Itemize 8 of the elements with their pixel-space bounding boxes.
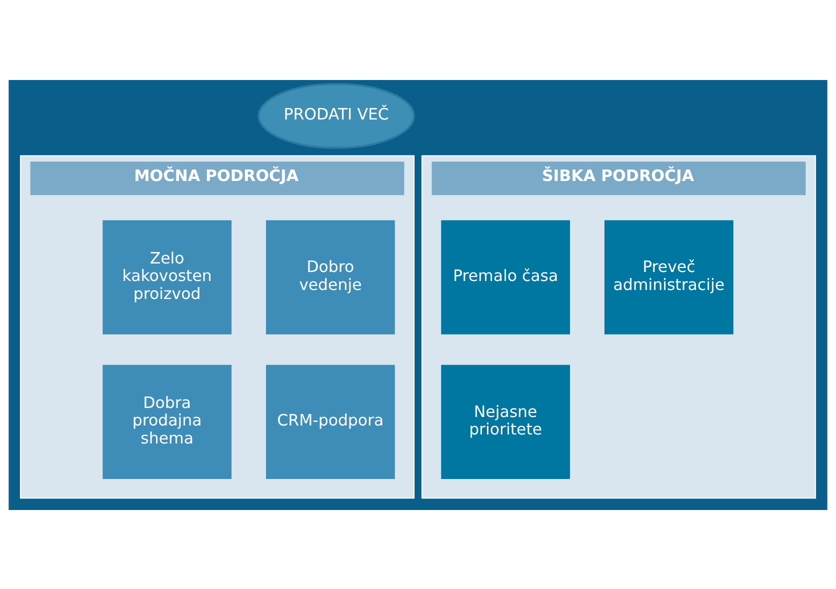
node-box: Dobro vedenje [266, 220, 395, 334]
node-box: Zelo kakovosten proizvod [102, 220, 232, 334]
node-box: Preveč administracije [604, 220, 734, 334]
node-ellipse: PRODATI VEČ [258, 82, 416, 148]
node-box: CRM-podpora [266, 364, 395, 478]
node-box: Nejasne prioritete [441, 364, 570, 478]
node-box: Dobra prodajna shema [102, 364, 232, 478]
node-box: Premalo časa [441, 220, 570, 334]
